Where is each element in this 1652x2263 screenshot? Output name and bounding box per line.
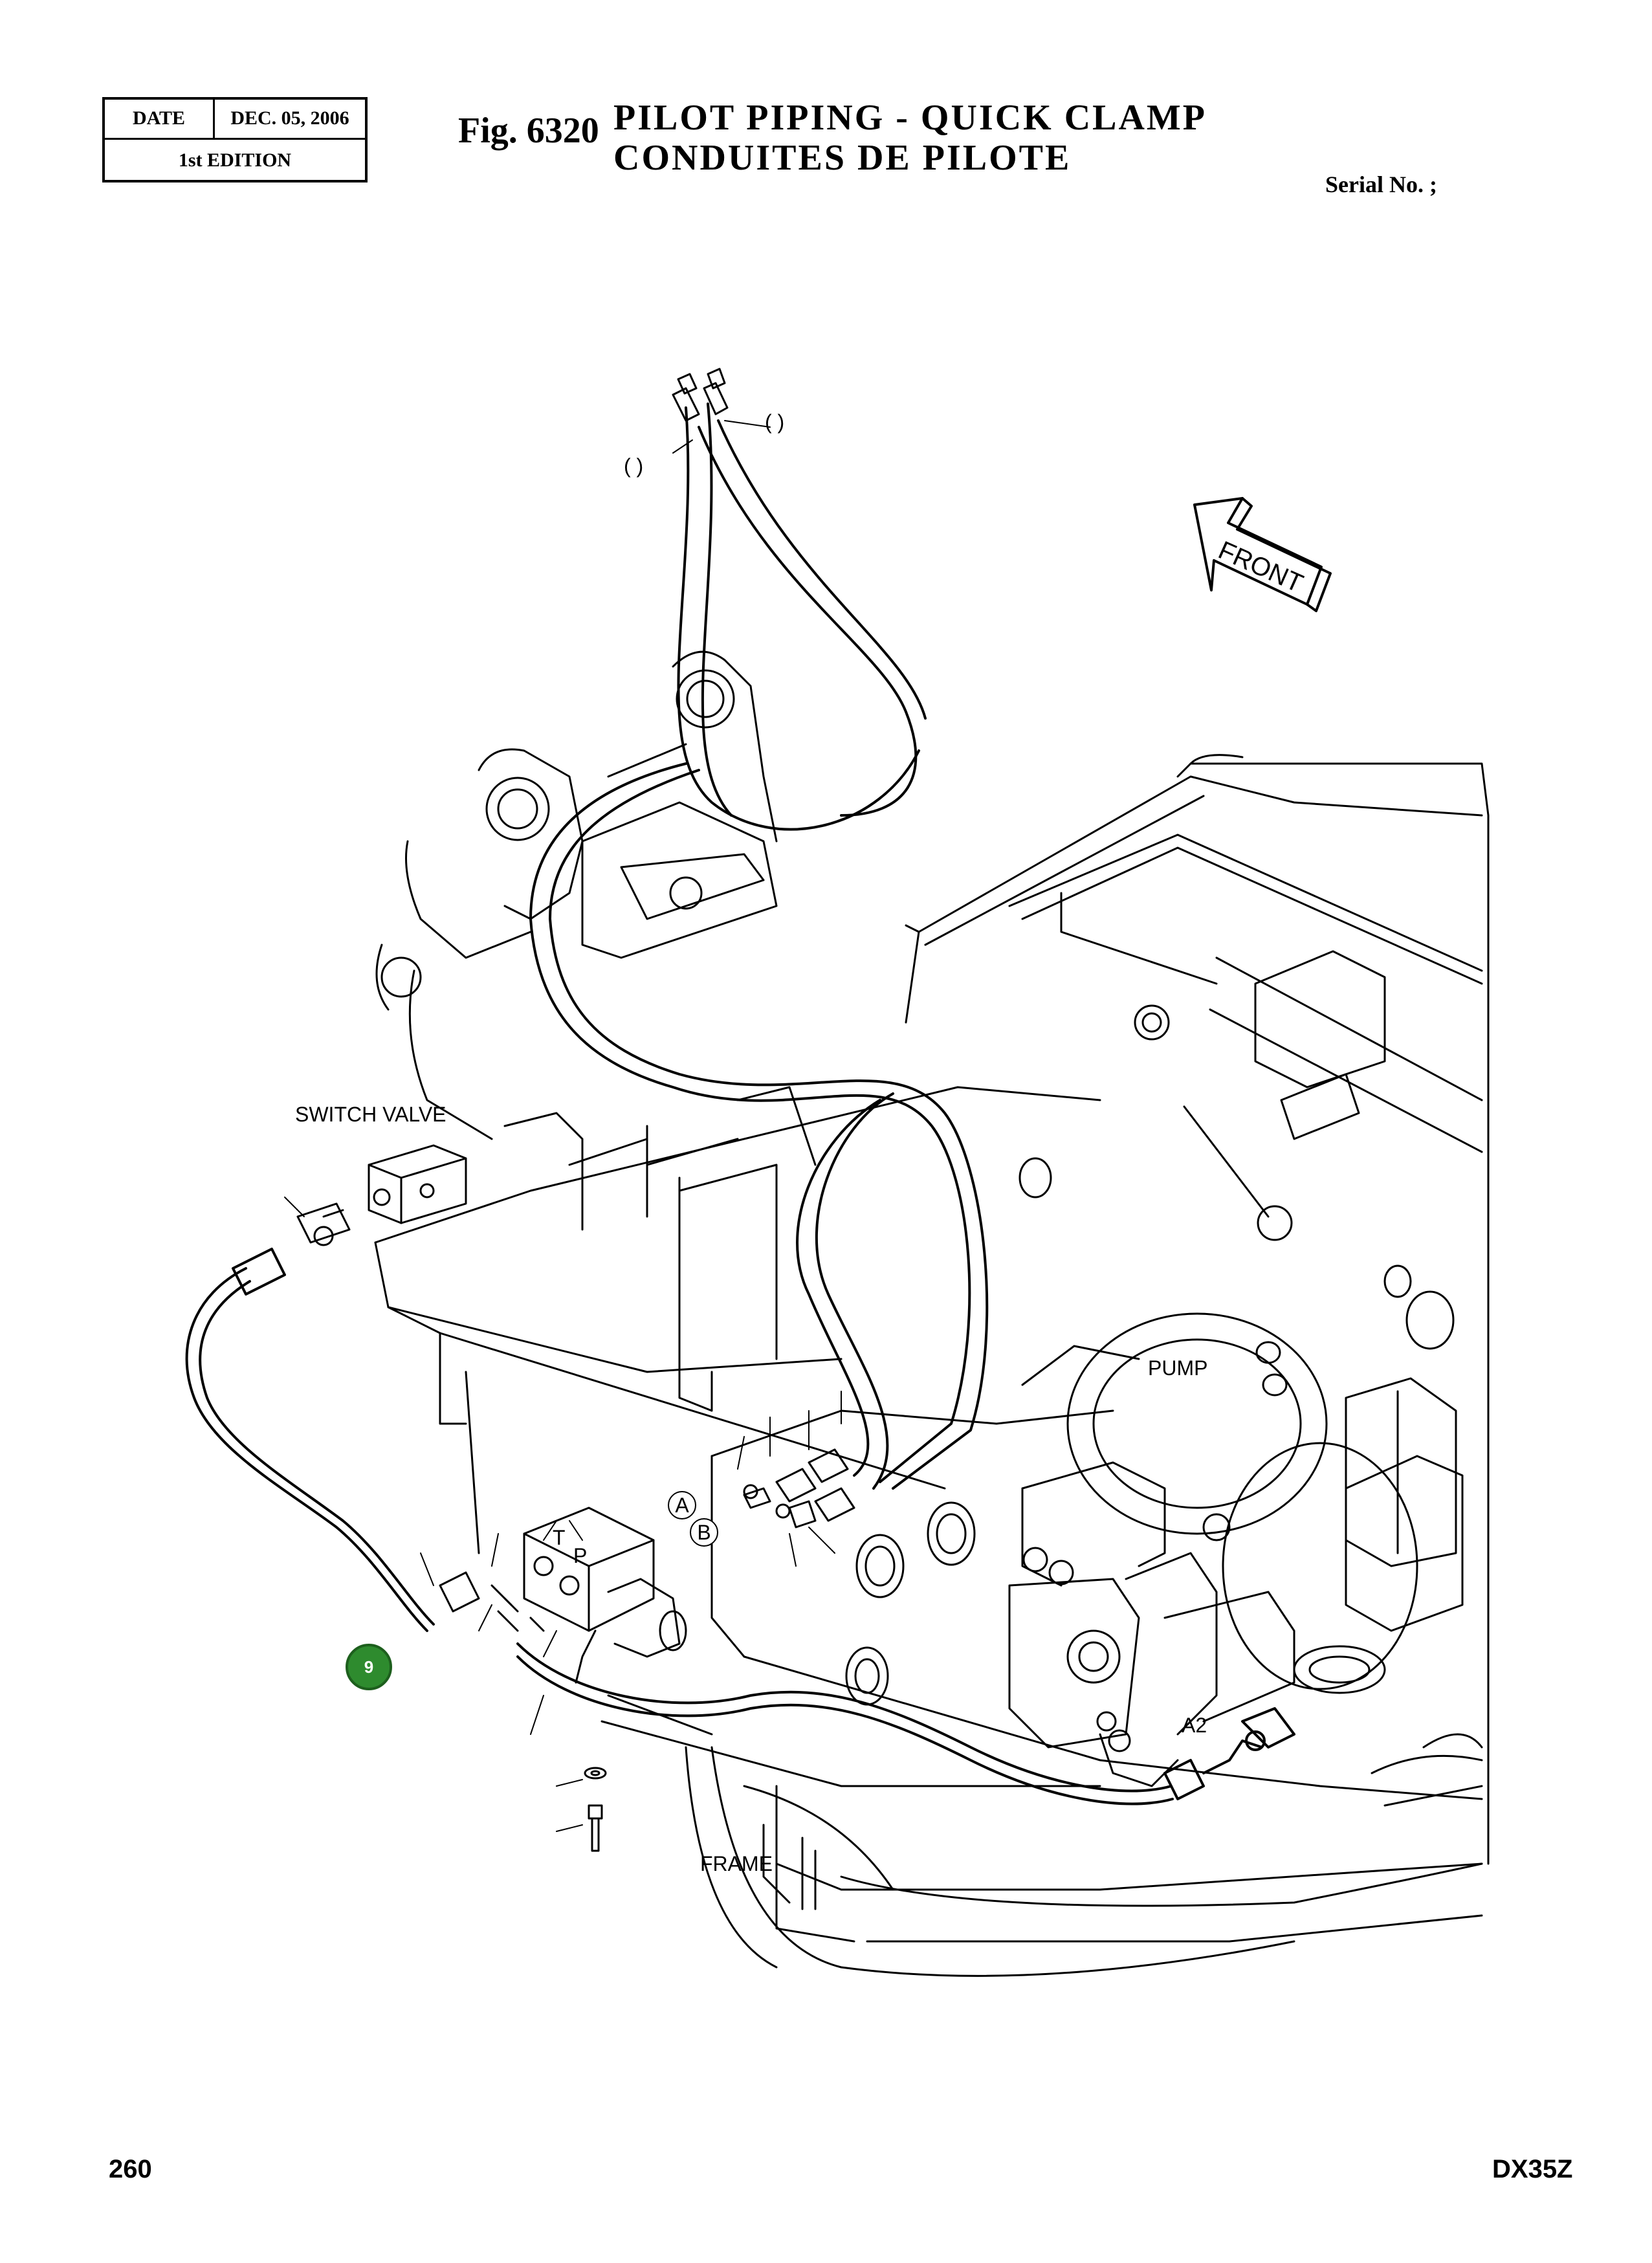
- switch-valve-label: SWITCH VALVE: [295, 1103, 446, 1126]
- reference-a-circle: A: [668, 1491, 696, 1519]
- callout-hose-top-left: ( ): [624, 454, 644, 478]
- date-label: DATE: [105, 100, 215, 138]
- reference-b-circle: B: [690, 1518, 718, 1547]
- pilot-hoses: [529, 403, 989, 1490]
- leader-lines: [284, 420, 842, 1832]
- frame-rear: [685, 1746, 1295, 1977]
- date-value: DEC. 05, 2006: [230, 107, 349, 129]
- title-english: PILOT PIPING - QUICK CLAMP: [613, 98, 1207, 138]
- title-french: CONDUITES DE PILOTE: [613, 138, 1072, 178]
- quick-clamp-hose: [185, 1248, 435, 1632]
- figure-number: Fig. 6320: [458, 111, 599, 151]
- switch-valve-block: [296, 1144, 467, 1246]
- callout-hose-top-right: ( ): [765, 410, 785, 434]
- port-fittings: [743, 1448, 855, 1529]
- serial-number-label: Serial No. ;: [1325, 171, 1437, 197]
- port-p-label: P: [573, 1544, 588, 1567]
- model-number: DX35Z: [1492, 2155, 1573, 2183]
- frame-label: FRAME: [700, 1852, 773, 1875]
- pump-label: PUMP: [1148, 1356, 1208, 1380]
- port-t-label: T: [553, 1526, 566, 1549]
- page-number: 260: [109, 2155, 152, 2183]
- date-row: DATE DEC. 05, 2006: [105, 100, 365, 140]
- front-arrow-icon: FRONT: [1193, 497, 1332, 612]
- port-a2-label: A2: [1182, 1714, 1207, 1737]
- mounting-bolt: [584, 1767, 607, 1852]
- edition-label: 1st EDITION: [178, 149, 292, 171]
- date-box: DATE DEC. 05, 2006 1st EDITION: [102, 97, 368, 182]
- front-arrow-label: FRONT: [1214, 536, 1307, 598]
- hose-fittings-top: [672, 368, 729, 422]
- part-marker-9[interactable]: 9: [346, 1644, 392, 1690]
- pilot-line-a2: [516, 1642, 1295, 1805]
- quick-clamp-valve: [439, 1507, 687, 1684]
- chassis-frame: [374, 650, 1490, 1943]
